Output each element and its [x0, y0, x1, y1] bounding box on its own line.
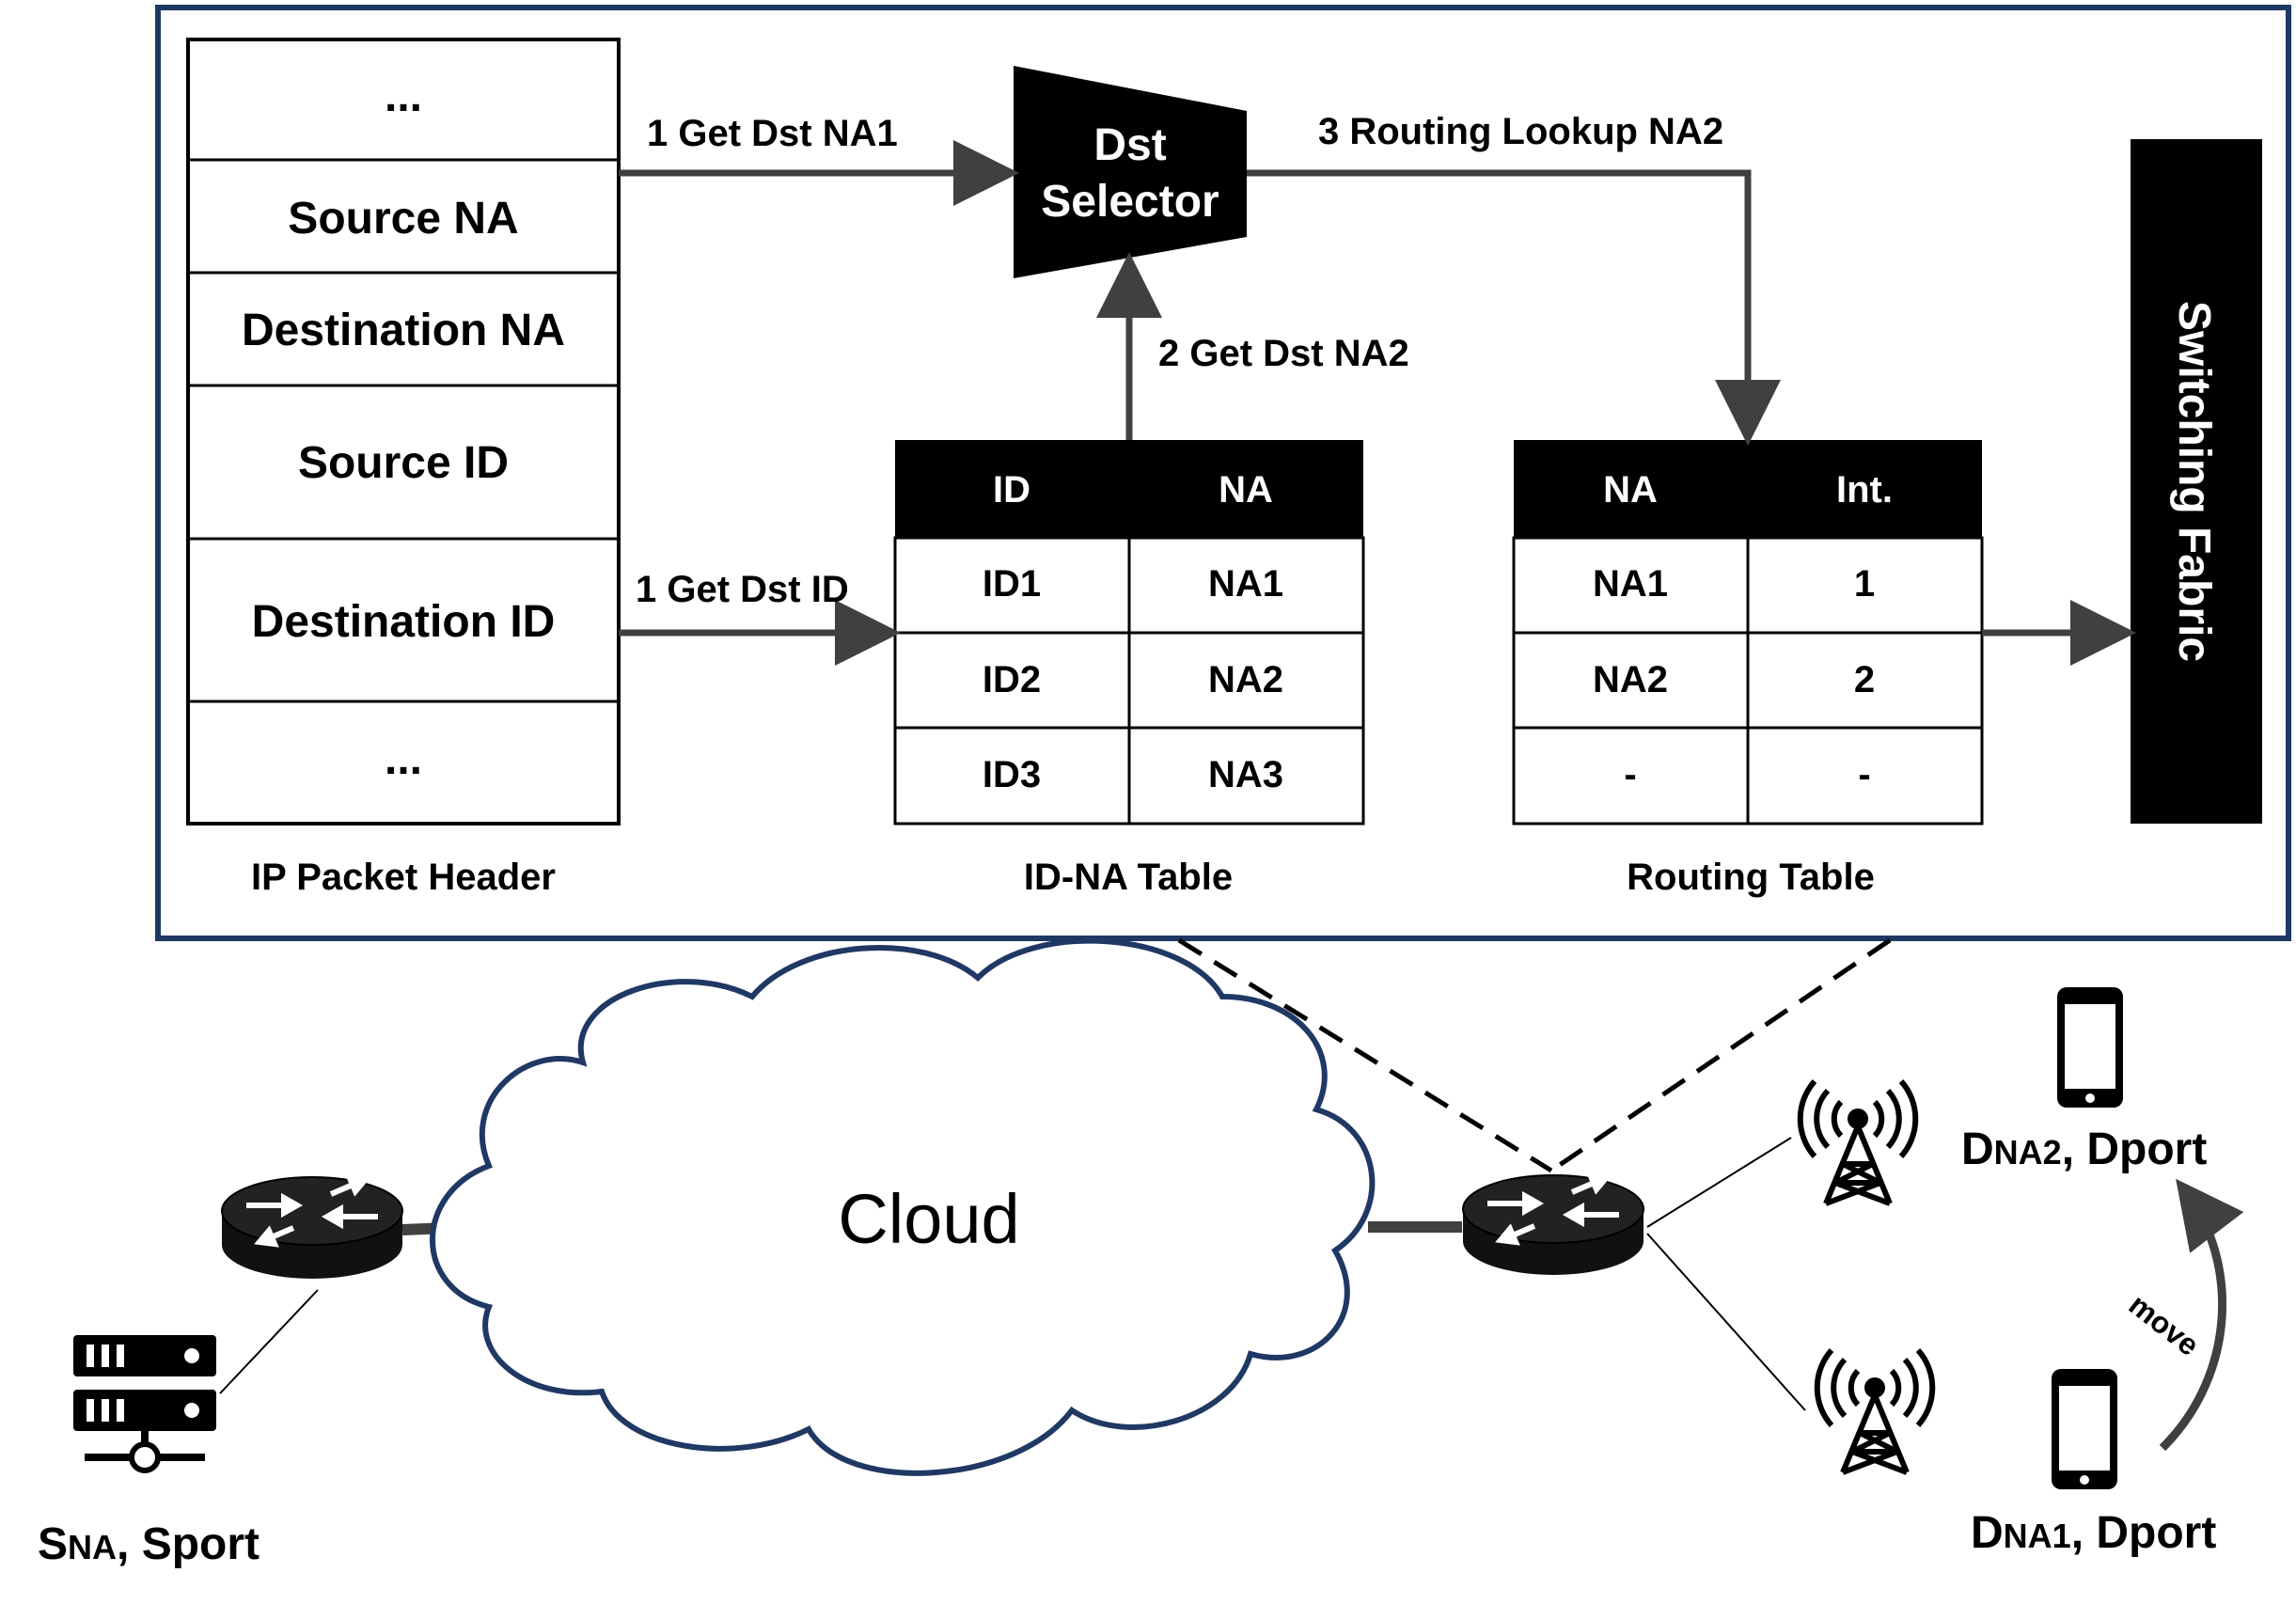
id-na-header-id: ID: [993, 469, 1030, 511]
label-get-dst-na1: 1 Get Dst NA1: [647, 113, 898, 154]
dst-selector: Dst Selector: [1014, 66, 1247, 278]
id-na-row2-id: ID2: [983, 659, 1041, 700]
label-get-dst-na2: 2 Get Dst NA2: [1158, 333, 1409, 374]
id-na-table-caption: ID-NA Table: [1024, 857, 1233, 898]
label-get-dst-id: 1 Get Dst ID: [636, 569, 849, 610]
router-left-icon: [221, 1174, 403, 1279]
cloud-label: Cloud: [838, 1180, 1019, 1258]
label-routing-lookup: 3 Routing Lookup NA2: [1318, 111, 1723, 152]
dst-selector-line2: Selector: [1041, 177, 1219, 227]
id-na-row1-id: ID1: [983, 563, 1041, 605]
arrow-routing-lookup: [1247, 169, 1781, 446]
id-na-row2-na: NA2: [1208, 659, 1283, 700]
routing-row3-int: -: [1858, 754, 1870, 795]
phone-na1-icon: [2052, 1369, 2117, 1489]
ip-packet-header-caption: IP Packet Header: [251, 857, 556, 898]
move-label: move: [2123, 1287, 2206, 1362]
link-router-right-tower-bottom: [1646, 1233, 1806, 1411]
destination-na1-label: DNA1, Dport: [1971, 1508, 2216, 1558]
header-field-destination-na: Destination NA: [242, 306, 565, 355]
routing-row1-int: 1: [1854, 563, 1875, 605]
source-label: SNA, Sport: [38, 1519, 259, 1569]
phone-na2-icon: [2057, 987, 2123, 1108]
dst-selector-line1: Dst: [1093, 120, 1166, 170]
id-na-table: ID NA ID1 NA1 ID2 NA2 ID3 NA3 ID-NA Tabl…: [893, 440, 1365, 898]
id-na-row3-id: ID3: [983, 754, 1041, 795]
id-na-row1-na: NA1: [1208, 563, 1283, 605]
routing-header-na: NA: [1603, 469, 1658, 511]
cloud: Cloud: [430, 937, 1376, 1476]
header-field-destination-id: Destination ID: [252, 597, 556, 647]
routing-row1-na: NA1: [1593, 563, 1668, 605]
id-na-row3-na: NA3: [1208, 754, 1283, 795]
routing-row2-na: NA2: [1593, 659, 1668, 700]
zoom-lines: [1177, 937, 1892, 1173]
switching-fabric: Switching Fabric: [2131, 139, 2262, 824]
move-arrow: [2159, 1178, 2244, 1452]
header-field-source-na: Source NA: [288, 194, 518, 244]
routing-row2-int: 2: [1854, 659, 1875, 700]
ip-packet-header: ... Source NA Destination NA Source ID D…: [186, 38, 621, 898]
header-field-bottom-ellipsis: ...: [385, 734, 422, 784]
header-field-top-ellipsis: ...: [385, 71, 422, 121]
link-router-right-tower-top: [1646, 1137, 1792, 1228]
antenna-tower-top-icon: [1797, 1079, 1919, 1206]
routing-table-caption: Routing Table: [1627, 857, 1875, 898]
server-icon: [73, 1335, 216, 1473]
id-na-header-na: NA: [1219, 469, 1273, 511]
router-right-icon: [1462, 1172, 1644, 1275]
switching-fabric-label: Switching Fabric: [2169, 301, 2219, 662]
routing-row3-na: -: [1624, 754, 1636, 795]
routing-table: NA Int. NA1 1 NA2 2 - - Routing Table: [1512, 440, 1984, 898]
header-field-source-id: Source ID: [298, 438, 509, 488]
antenna-tower-bottom-icon: [1814, 1348, 1936, 1475]
destination-na2-label: DNA2, Dport: [1961, 1125, 2207, 1174]
routing-header-int: Int.: [1836, 469, 1893, 511]
flow-arrows: [619, 140, 2136, 666]
link-router-left-server: [219, 1289, 319, 1394]
